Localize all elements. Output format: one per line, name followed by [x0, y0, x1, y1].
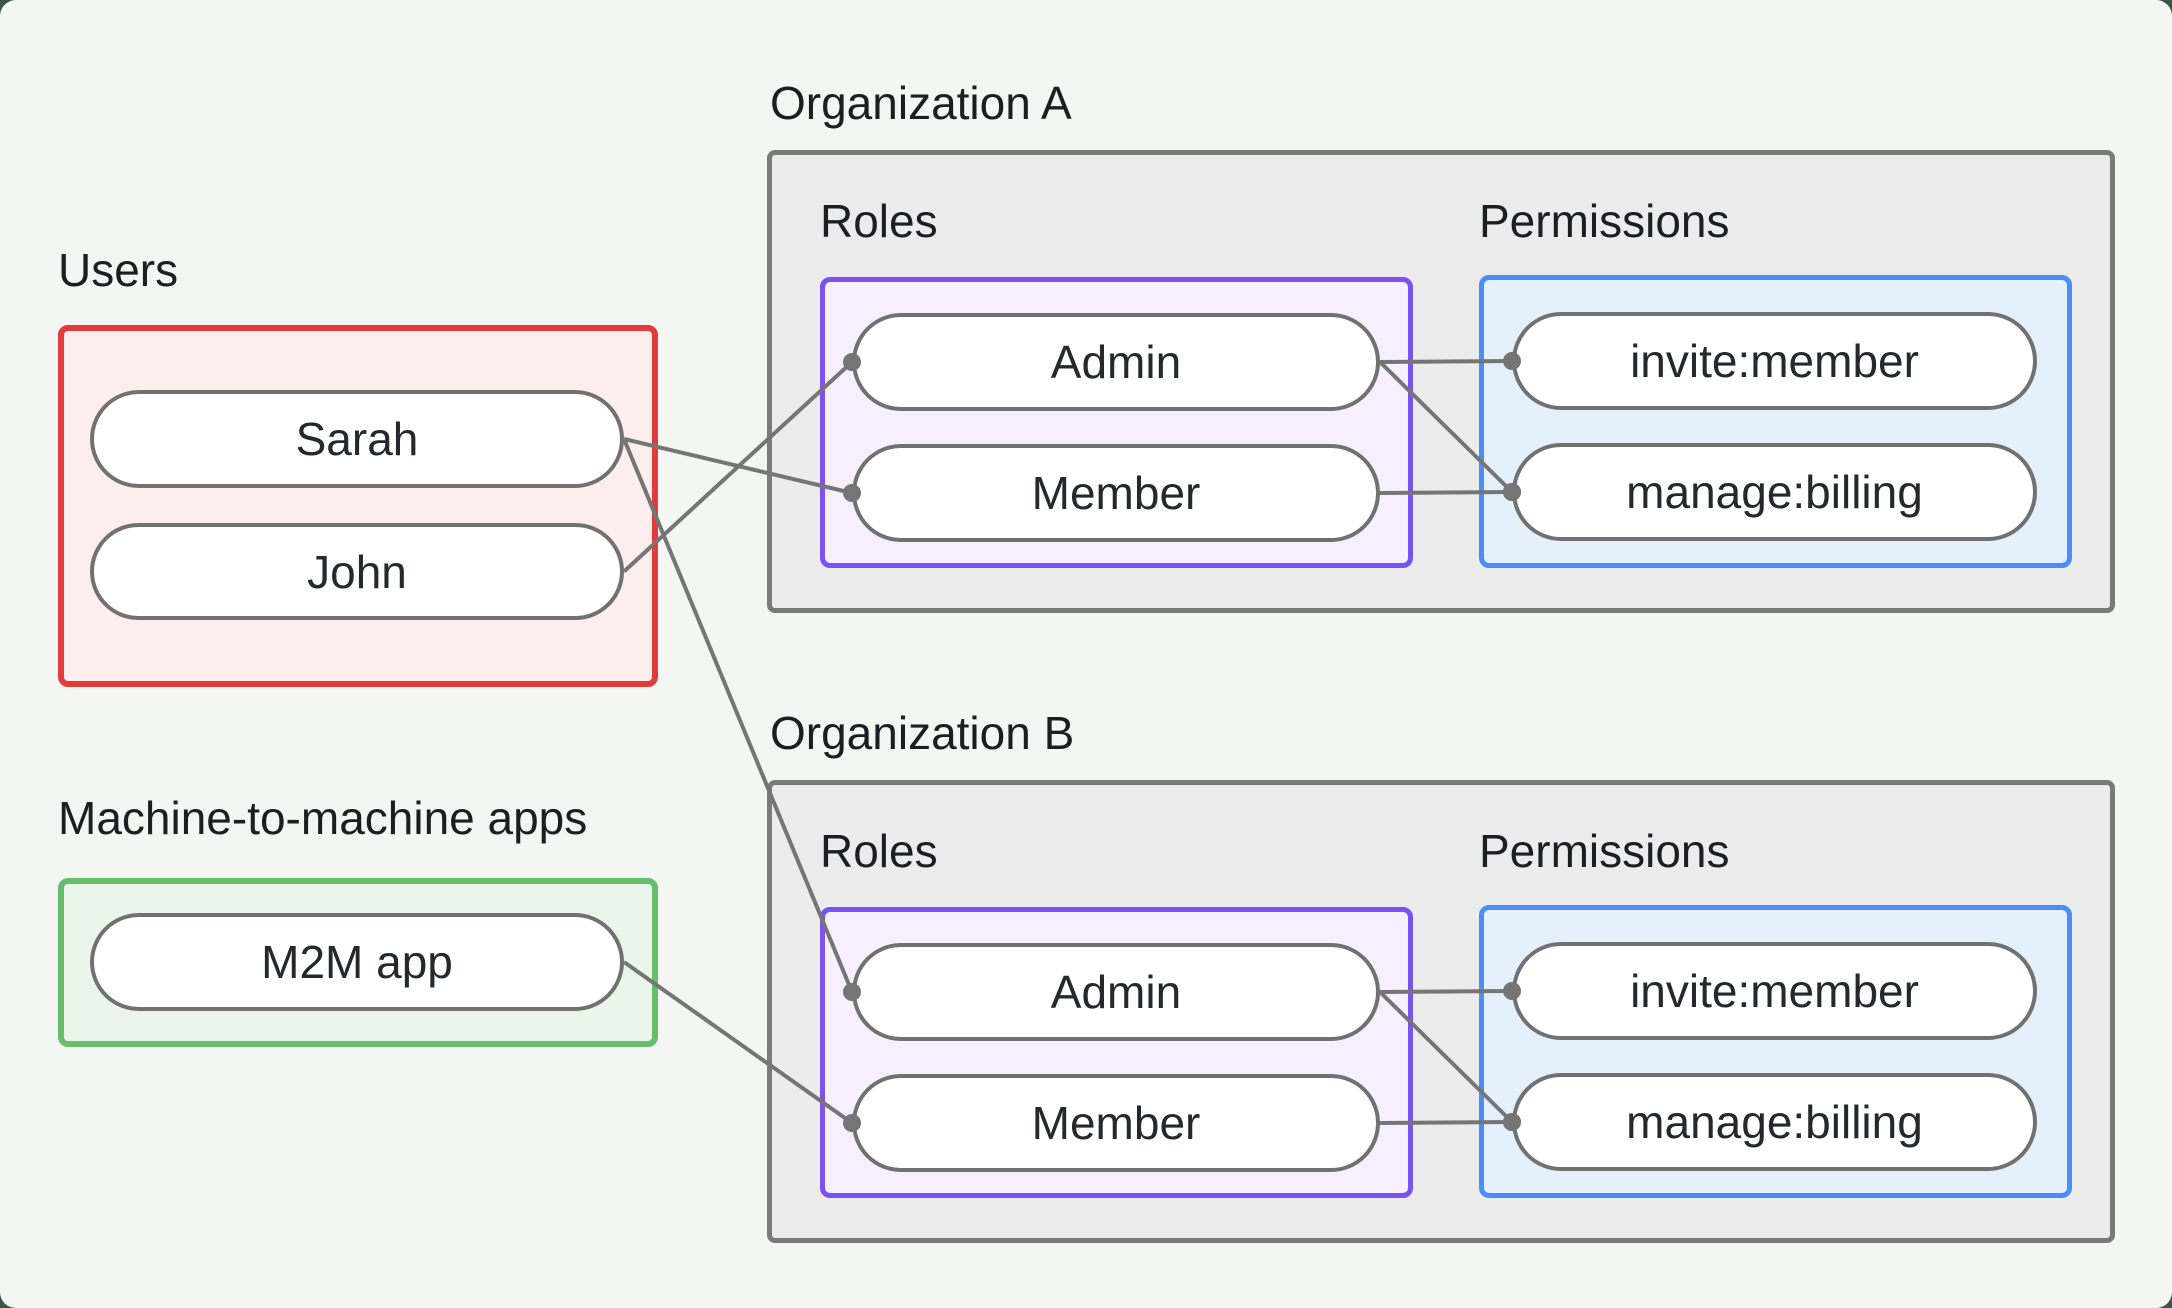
org-a-permissions-label: Permissions [1479, 195, 1730, 247]
org-a-role-admin: Admin [852, 313, 1380, 411]
org-b-permissions-group: invite:member manage:billing [1479, 905, 2072, 1198]
org-a-permission-manage-billing: manage:billing [1512, 443, 2037, 541]
m2m-group-box: M2M app [58, 878, 658, 1047]
org-b-permission-invite-member: invite:member [1512, 942, 2037, 1040]
org-a-title: Organization A [770, 77, 1072, 129]
org-b-permissions-label: Permissions [1479, 825, 1730, 877]
org-a-roles-label: Roles [820, 195, 938, 247]
org-a-permission-invite-member: invite:member [1512, 312, 2037, 410]
m2m-section-label: Machine-to-machine apps [58, 792, 588, 844]
org-b-role-admin: Admin [852, 943, 1380, 1041]
org-b-roles-label: Roles [820, 825, 938, 877]
org-b-role-member: Member [852, 1074, 1380, 1172]
users-group-box: Sarah John [58, 325, 658, 687]
user-node-sarah: Sarah [90, 390, 624, 488]
org-a-roles-group: Admin Member [820, 277, 1413, 568]
org-a-role-member: Member [852, 444, 1380, 542]
user-node-john: John [90, 523, 624, 620]
org-b-title: Organization B [770, 707, 1075, 759]
org-a-container: Roles Permissions Admin Member invite:me… [767, 150, 2115, 613]
org-b-roles-group: Admin Member [820, 907, 1413, 1198]
org-a-permissions-group: invite:member manage:billing [1479, 275, 2072, 568]
m2m-app-node: M2M app [90, 913, 624, 1011]
org-b-permission-manage-billing: manage:billing [1512, 1073, 2037, 1171]
org-b-container: Roles Permissions Admin Member invite:me… [767, 780, 2115, 1243]
users-section-label: Users [58, 244, 179, 296]
